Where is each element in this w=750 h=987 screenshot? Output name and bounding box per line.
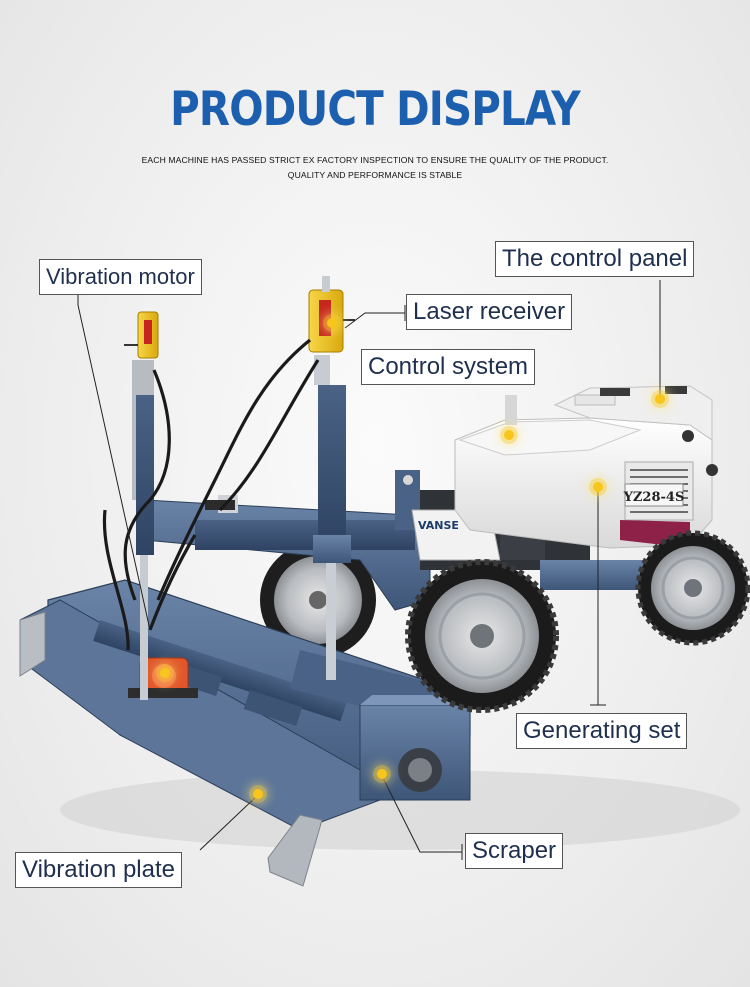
control-body: [454, 385, 718, 549]
hotspot-control-system: [504, 430, 514, 440]
hotspot-vibration-plate: [253, 789, 263, 799]
left-laser-receiver-shape: [124, 311, 159, 359]
hotspot-generating-set: [593, 482, 603, 492]
hotspot-scraper: [377, 769, 387, 779]
label-control-panel: The control panel: [495, 241, 695, 277]
label-vibration-plate: Vibration plate: [15, 852, 182, 888]
model-plate-text: YZ28-4S: [623, 490, 685, 505]
label-laser-receiver: Laser receiver: [406, 294, 573, 330]
main-frame: [144, 470, 431, 611]
engine-compartment: [411, 490, 650, 590]
label-scraper: Scraper: [465, 833, 564, 869]
rear-left-wheel: [260, 542, 376, 658]
left-mast: [132, 360, 154, 700]
hotspot-laser-receiver: [327, 318, 337, 328]
vibration-plate-assembly: [19, 579, 480, 887]
callout-leader-lines: [77, 280, 661, 860]
front-left-wheel: [405, 559, 559, 713]
subtitle-line-1: EACH MACHINE HAS PASSED STRICT EX FACTOR…: [141, 155, 609, 165]
subtitle-line-2: QUALITY AND PERFORMANCE IS STABLE: [287, 170, 463, 180]
hydraulic-hoses: [102, 338, 320, 651]
label-vibration-motor: Vibration motor: [39, 259, 202, 295]
front-right-wheel: [635, 530, 750, 646]
label-generating-set: Generating set: [516, 713, 688, 749]
model-plate-bg: [624, 483, 684, 507]
right-mast: [313, 355, 351, 680]
brand-text: VANSE: [418, 519, 459, 532]
hotspot-vibration-motor: [160, 668, 170, 678]
right-laser-receiver-shape: [308, 276, 355, 353]
label-control-system: Control system: [361, 349, 536, 385]
hotspot-control-panel: [655, 394, 665, 404]
page-title: PRODUCT DISPLAY: [170, 82, 581, 137]
